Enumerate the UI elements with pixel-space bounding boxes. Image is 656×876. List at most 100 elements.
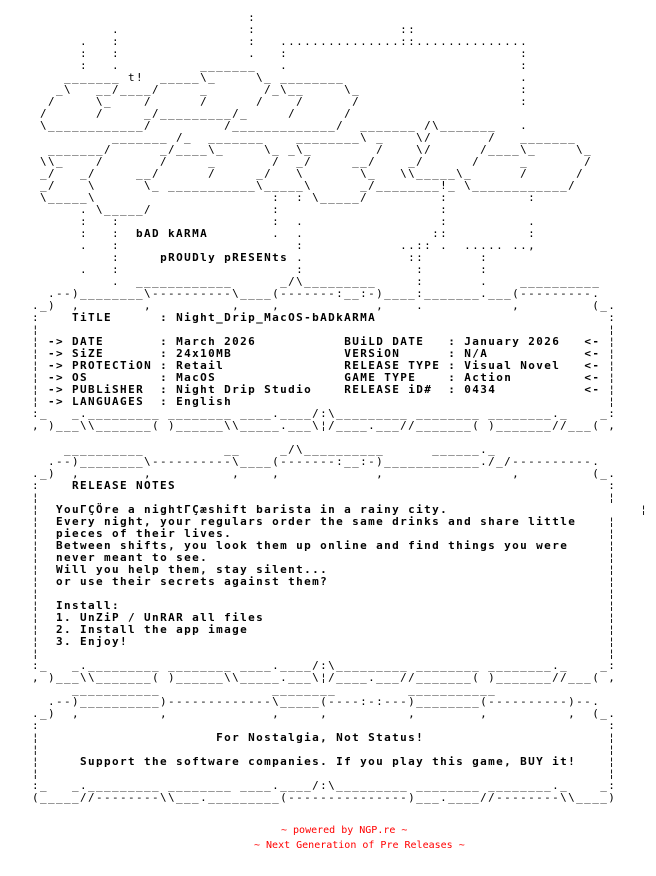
info-value: MacOS (176, 371, 217, 384)
install-step: 1. UnZiP / UnRAR all files (56, 611, 265, 624)
ascii-art-segment: ¦ (0, 551, 57, 564)
arrow-out: <- (584, 383, 601, 396)
ascii-art-segment: ¦ ¦ (0, 647, 617, 660)
arrow-out: <- (584, 335, 601, 348)
info-value: 24x10MB (176, 347, 233, 360)
ascii-art-line: . : : : : (0, 264, 648, 276)
ascii-art-segment: _______ /_ _______ ________\ _ \/ / ____… (0, 131, 577, 144)
info-label: DATE (72, 335, 105, 348)
powered-by-link[interactable]: ~ powered by NGP.re ~ (281, 825, 408, 836)
info-label: PROTECTiON (72, 359, 153, 372)
ascii-art-segment: ¦ (264, 611, 617, 624)
notes-line: or use their secrets against them? (56, 575, 329, 588)
ascii-art-segment: ¦ (0, 383, 49, 396)
ascii-art-segment: ¦ (0, 575, 57, 588)
ascii-art-segment: ¦ (600, 359, 617, 372)
ascii-art-segment: : : : . : . (0, 215, 537, 228)
presents-text: pROUDly pRESENts (160, 251, 289, 264)
info-label: GAME TYPE (344, 371, 417, 384)
info-value: March 2026 (176, 335, 257, 348)
info-label: OS (72, 371, 89, 384)
ascii-art-line: ¦ Between shifts, you look them up onlin… (0, 540, 648, 552)
info-label: SiZE (72, 347, 105, 360)
ascii-art-segment: (_____//--------\\___._________(--------… (0, 791, 617, 804)
ascii-art-segment: . : : ...............::.............. (0, 35, 529, 48)
info-value: Action (464, 371, 513, 384)
ascii-art-line: :_ _._________ ________ ____.____/:\____… (0, 660, 648, 672)
arrow-out: <- (584, 359, 601, 372)
ascii-art-segment: ¦ (232, 527, 617, 540)
ascii-art-line: : : bAD kARMA . . :: : (0, 228, 648, 240)
ascii-art-line: ¦ -> PROTECTiON : Retail RELEASE TYPE : … (0, 360, 648, 372)
arrow-out: <- (584, 347, 601, 360)
ascii-art-line: ___________ ________ ___________ (0, 684, 648, 696)
ascii-art-segment: ¦ (0, 359, 49, 372)
ascii-art-line: . \_____/ : : (0, 204, 648, 216)
ascii-art-segment: ¦ (0, 755, 81, 768)
ascii-art-line: : TiTLE : Night_Drip_MacOS-bADkARMA : (0, 312, 648, 324)
notes-line: Every night, your regulars order the sam… (56, 515, 577, 528)
ascii-art-segment: ¦ (0, 347, 49, 360)
ascii-art-line: . : : ...............::.............. (0, 36, 648, 48)
ascii-art-segment: :_ _._________ ________ ____.____/:\____… (0, 407, 617, 420)
ascii-art-segment: ¦ (600, 335, 617, 348)
ascii-art-segment: ¦ (600, 371, 617, 384)
ascii-art-line: ._) , , , , , , , (_. (0, 708, 648, 720)
ascii-art-line: ¦ Support the software companies. If you… (0, 756, 648, 768)
info-sep: : (448, 347, 457, 360)
ascii-art-segment: ¦ (568, 539, 617, 552)
ascii-art-segment: ¦ (576, 515, 617, 528)
info-label: LANGUAGES (72, 395, 145, 408)
ascii-art-segment: ¦ (0, 623, 57, 636)
release-title: Night_Drip_MacOS-bADkARMA (176, 311, 377, 324)
ascii-art-line: _______ /_ _______ ________\ _ \/ / ____… (0, 132, 648, 144)
ascii-art-line: (_____//--------\\___._________(--------… (0, 792, 648, 804)
ascii-art-segment: . ____________ _/\_________ : . ________… (0, 275, 601, 288)
ascii-art-line: :_ _._________ ________ ____.____/:\____… (0, 780, 648, 792)
ascii-art-segment: ¦ (0, 599, 57, 612)
info-label: PUBLiSHER (72, 383, 145, 396)
ascii-art-line: ¦ or use their secrets against them? ¦ (0, 576, 648, 588)
ascii-art-line: _/ \ \_ ___________\_____\ _/________!_ … (0, 180, 648, 192)
ascii-art-segment: ¦ (0, 731, 217, 744)
info-value: English (176, 395, 233, 408)
ascii-art-segment: . . :: : (208, 227, 537, 240)
info-sep: : (160, 395, 169, 408)
ascii-art-segment: ¦ (600, 383, 617, 396)
ascii-art-segment: : : (0, 227, 137, 240)
ascii-art-segment: ¦ (0, 527, 57, 540)
ascii-art-segment: ¦ (600, 347, 617, 360)
ascii-art-segment: . : : ..:: . ..... .., (0, 239, 537, 252)
ascii-art-line: _\ __/____/ _ /_\__ \_ : (0, 84, 648, 96)
ascii-art-segment: ¦ (0, 635, 57, 648)
install-step: 2. Install the app image (56, 623, 249, 636)
ascii-art-segment: ¦ (248, 623, 617, 636)
info-value: Retail (176, 359, 225, 372)
install-heading: Install: (56, 599, 121, 612)
ascii-art-segment: .--)________\----------\____(-------:__:… (0, 287, 601, 300)
ascii-art-segment: ¦ (0, 371, 49, 384)
ascii-art-line: ¦ 1. UnZiP / UnRAR all files ¦ (0, 612, 648, 624)
ascii-art-segment: __________ __ _/\__________ ______._ (0, 443, 497, 456)
ascii-art-line: ¦ -> SiZE : 24x10MB VERSiON : N/A <- ¦ (0, 348, 648, 360)
info-value: January 2026 (464, 335, 561, 348)
support-text: Support the software companies. If you p… (80, 755, 577, 768)
ascii-art-segment: : : (0, 719, 617, 732)
ascii-art-segment: : (0, 479, 73, 492)
ascii-art-segment: ¦ (0, 611, 57, 624)
title-label: TiTLE (72, 311, 113, 324)
info-value: N/A (464, 347, 489, 360)
ascii-art-line: :_ _._________ ________ ____.____/:\____… (0, 408, 648, 420)
ascii-art-line: ¦ Will you help them, stay silent... ¦ (0, 564, 648, 576)
arrow-in: -> (48, 395, 65, 408)
info-sep: : (160, 371, 169, 384)
ascii-art-line: ¦ Every night, your regulars order the s… (0, 516, 648, 528)
ascii-art-segment: , )___\\_______( )______\\_____.___\¦/__… (0, 671, 617, 684)
ascii-art-line: ¦ pieces of their lives. ¦ (0, 528, 648, 540)
ascii-art-line: , )___\\_______( )______\\_____.___\¦/__… (0, 420, 648, 432)
ascii-art-segment: ¦ (232, 395, 617, 408)
notes-line: YouΓÇÖre a nightΓÇæshift barista in a ra… (56, 503, 449, 516)
ascii-art-line: ¦ never meant to see. ¦ (0, 552, 648, 564)
ascii-art-segment: _/ \ \_ ___________\_____\ _/________!_ … (0, 179, 577, 192)
title-sep: : (160, 311, 169, 324)
